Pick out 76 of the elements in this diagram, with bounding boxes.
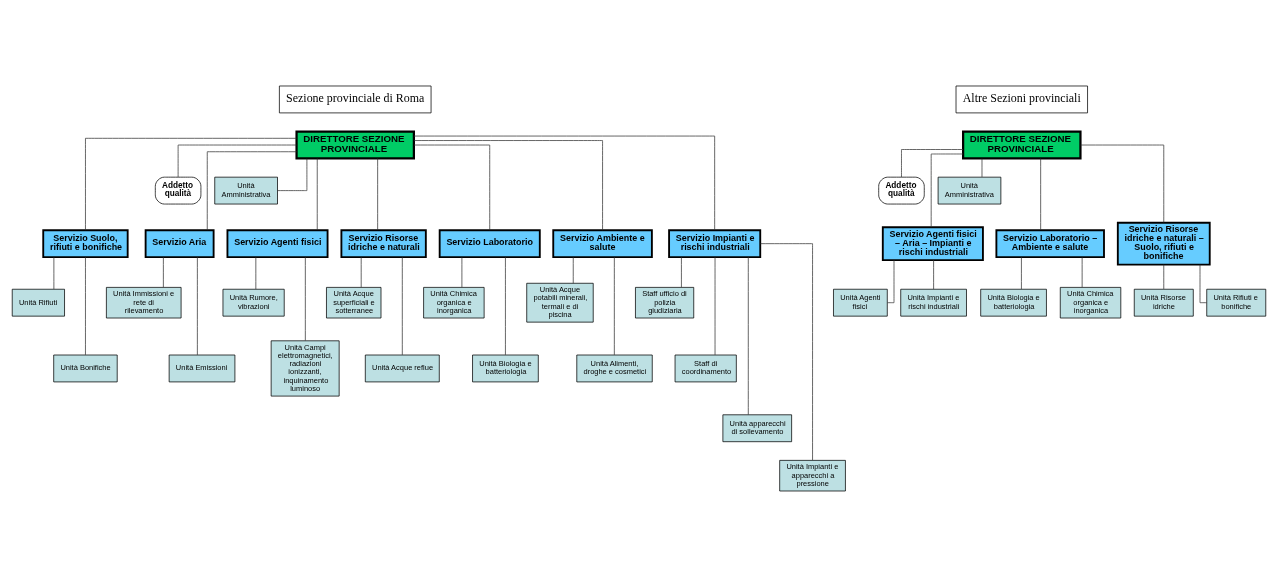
connector (413, 139, 603, 231)
connector (177, 144, 297, 177)
connector (377, 157, 378, 230)
connector (316, 157, 318, 230)
node-box: Unità Chimica organica e inorganica (423, 286, 485, 318)
connector (714, 256, 716, 355)
node-box: Unità Bonifiche (53, 354, 118, 382)
connector (1080, 144, 1165, 223)
connector (887, 259, 895, 303)
node-box: Unità Rifiuti (11, 288, 65, 317)
node-box: Servizio Ambiente e salute (552, 228, 653, 258)
node-box: Unità apparecchi di sollevamento (722, 413, 792, 442)
connector (401, 256, 403, 355)
connector (163, 256, 164, 288)
node-box: Altre Sezioni provinciali (955, 85, 1088, 113)
connector (505, 256, 506, 355)
connector (901, 148, 964, 178)
node-box: Unità Immissioni e rete di rilevamento (106, 286, 182, 318)
node-box: Servizio Laboratorio (438, 228, 541, 258)
connector (760, 242, 813, 460)
connector (1081, 256, 1083, 288)
node-box: Addetto qualità (154, 176, 202, 204)
node-box: Unità Agenti fisici (833, 288, 888, 317)
node-box: Unità Amministrativa (214, 176, 278, 204)
node-box: Staff ufficio di polizia giudiziaria (635, 286, 695, 318)
node-box: Servizio Agenti fisici – Aria – Impianti e rischi industriali (881, 225, 984, 261)
connector (681, 256, 682, 288)
node-box: Unità Impianti e apparecchi a pressione (779, 459, 846, 491)
connector (304, 256, 306, 341)
connector (1163, 263, 1165, 289)
connector (197, 256, 198, 355)
connector (613, 256, 615, 355)
node-box: Unità Biologia e batteriologia (472, 354, 539, 382)
node-box: Servizio Risorse idriche e naturali (340, 228, 427, 258)
node-box: Unità Emissioni (168, 354, 236, 382)
node-box: DIRETTORE SEZIONE PROVINCIALE (962, 129, 1082, 160)
connector (413, 144, 491, 231)
node-box: Unità Campi elettromagnetici, radiazioni ionizzanti, inquinamento luminoso (270, 339, 340, 396)
connector (85, 256, 86, 355)
node-box: Unità Alimenti, droghe e cosmetici (576, 354, 653, 382)
node-box: DIRETTORE SEZIONE PROVINCIALE (295, 129, 415, 160)
node-box: Unità Rumore, vibrazioni (222, 288, 285, 317)
node-box: Staff di coordinamento (674, 354, 737, 382)
node-box: Unità Rifiuti e bonifiche (1206, 288, 1267, 317)
connector (413, 135, 716, 230)
connector (461, 256, 463, 288)
connector (360, 256, 362, 288)
connector (1199, 263, 1208, 303)
connector (930, 153, 964, 228)
connector (1040, 157, 1042, 230)
node-box: Unità Amministrativa (937, 176, 1002, 204)
node-box: Unità Acque potabili minerali, termali e di piscina (526, 282, 594, 322)
node-box: Servizio Aria (144, 228, 215, 258)
connector (572, 256, 574, 284)
node-box: Servizio Agenti fisici (226, 228, 329, 258)
node-box: Unità Acque superficiali e sotterranee (326, 286, 382, 318)
node-box: Unità Biologia e batteriologia (980, 288, 1047, 317)
connector (277, 157, 308, 191)
connector (255, 256, 257, 289)
connector (85, 137, 297, 230)
connector (981, 157, 983, 177)
node-box: Servizio Risorse idriche e naturali – Suolo, rifiuti e bonifiche (1116, 221, 1211, 266)
node-box: Servizio Impianti e rischi industriali (668, 228, 762, 258)
connector (933, 259, 934, 289)
node-box: Unità Risorse idriche (1133, 288, 1194, 317)
connector (747, 256, 749, 415)
connector (206, 150, 297, 230)
node-box: Sezione provinciale di Roma (279, 85, 432, 113)
node-box: Unità Chimica organica e inorganica (1059, 286, 1122, 318)
node-box: Servizio Laboratorio – Ambiente e salute (995, 228, 1105, 258)
connector (53, 256, 55, 289)
node-box: Servizio Suolo, rifiuti e bonifiche (42, 228, 129, 258)
node-box: Unità Acque reflue (364, 354, 440, 382)
node-box: Addetto qualità (878, 176, 925, 204)
node-box: Unità Impianti e rischi industriali (900, 288, 967, 317)
connector (1021, 256, 1022, 289)
